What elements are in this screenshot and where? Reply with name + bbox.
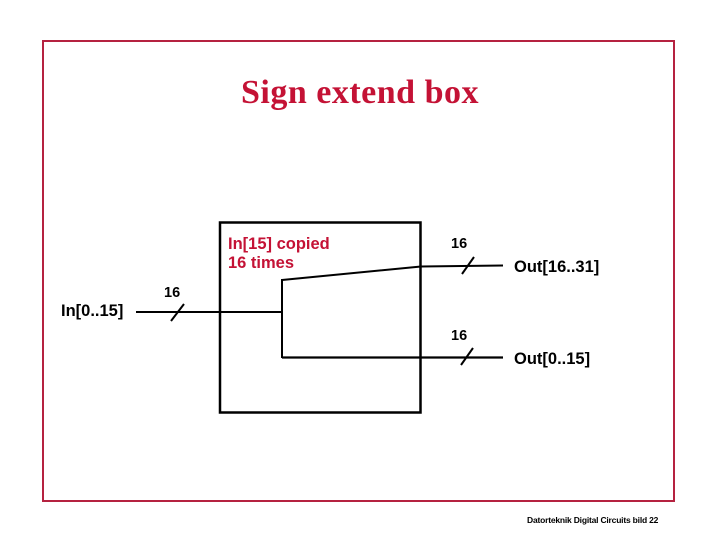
output-bottom-signal-label: Out[0..15] [514, 350, 591, 368]
input-bus-width-label: 16 [164, 285, 181, 301]
box-annotation-line1: In[15] copied [228, 235, 330, 253]
input-signal-label: In[0..15] [61, 302, 124, 320]
output-top-signal-label: Out[16..31] [514, 258, 600, 276]
slide-title: Sign extend box [241, 74, 479, 111]
slide-footer: Datorteknik Digital Circuits bild 22 [527, 515, 659, 525]
box-annotation-line2: 16 times [228, 254, 295, 272]
box-annotation: In[15] copied 16 times [228, 235, 330, 273]
output-top-bus-width-label: 16 [451, 236, 468, 252]
output-bottom-bus-width-label: 16 [451, 328, 468, 344]
